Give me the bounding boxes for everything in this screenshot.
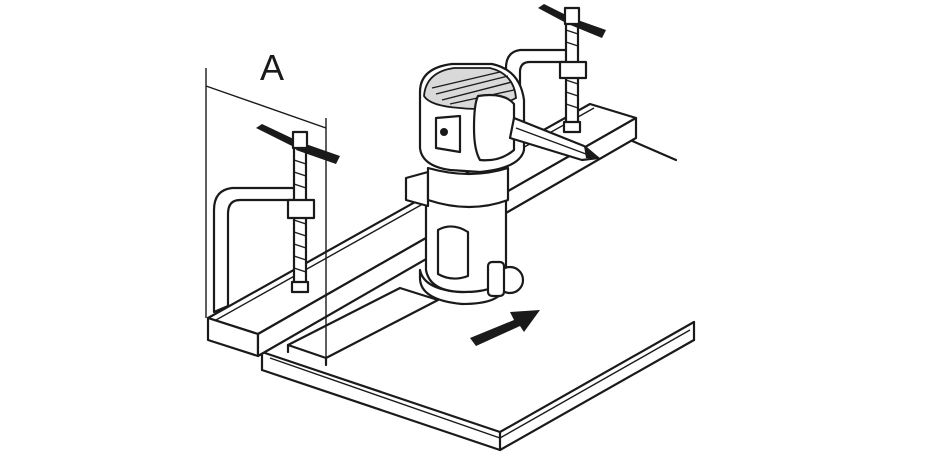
left-c-clamp — [212, 124, 340, 314]
feed-direction-arrow — [470, 310, 540, 346]
right-c-clamp — [504, 4, 606, 134]
trim-router — [404, 62, 600, 306]
workpiece-board — [260, 138, 696, 452]
dimension-a-label: A — [260, 47, 284, 88]
